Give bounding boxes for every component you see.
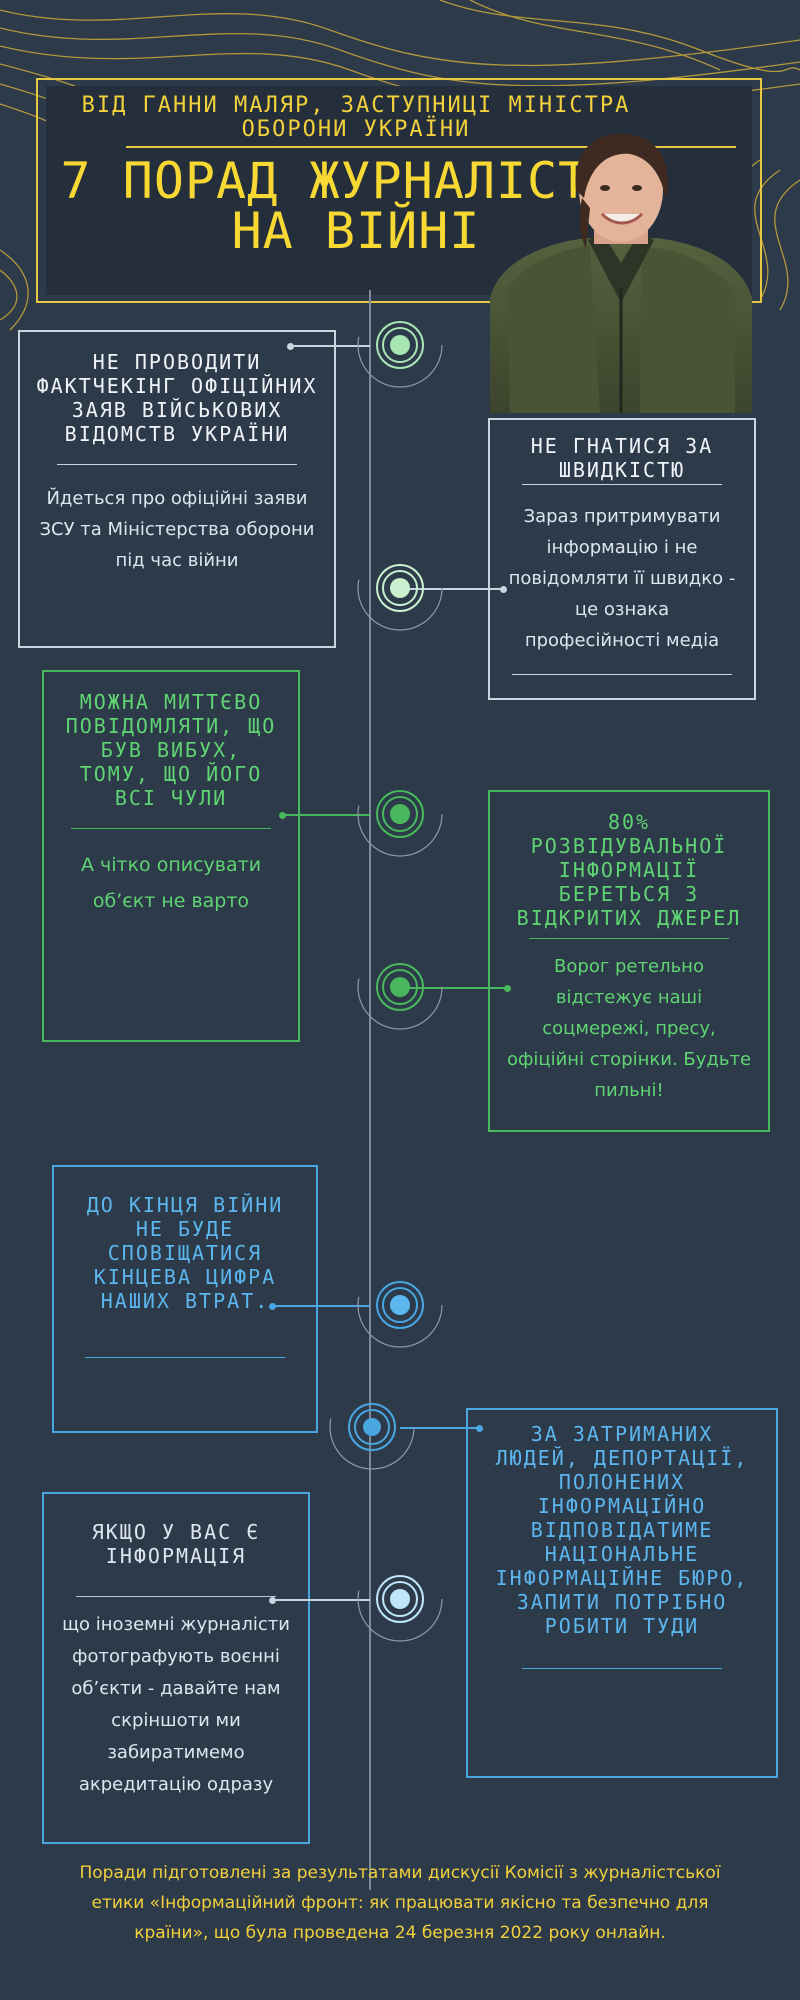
connector-line xyxy=(287,342,370,350)
timeline-node xyxy=(357,771,443,857)
tip-card-3: Можна миттєво повідомляти, що був вибух,… xyxy=(42,670,300,1042)
timeline-node xyxy=(357,545,443,631)
footer-note: Поради підготовлені за результатами диск… xyxy=(79,1863,721,1943)
tip-title: До кінця війни не буде сповіщатися кінце… xyxy=(86,1193,284,1313)
tip-body: Зараз притримувати інформацію і не повід… xyxy=(508,506,736,651)
connector-line xyxy=(279,811,370,819)
connector-line xyxy=(400,585,507,593)
tip-card-5: До кінця війни не буде сповіщатися кінце… xyxy=(52,1165,318,1433)
header-subtitle: Від Ганни Маляр, заступниці Міністра обо… xyxy=(81,93,631,142)
header-panel: Від Ганни Маляр, заступниці Міністра обо… xyxy=(46,86,752,295)
tip-title: Якщо у вас є інформація xyxy=(91,1520,261,1568)
tip-card-2: Не гнатися за швидкістю Зараз притримува… xyxy=(488,418,756,700)
tip-body: Йдеться про офіційні заяви ЗСУ та Мініст… xyxy=(39,488,315,571)
tip-divider xyxy=(76,1596,276,1597)
tip-divider xyxy=(512,674,732,675)
tip-title: Не проводити фактчекінг офіційних заяв в… xyxy=(36,350,318,446)
timeline-line xyxy=(369,290,371,1890)
connector-line xyxy=(400,1424,483,1432)
tip-divider xyxy=(522,1668,722,1669)
tip-divider xyxy=(85,1357,285,1358)
tip-card-6: За затриманих людей, депортації, полонен… xyxy=(466,1408,778,1778)
header-divider xyxy=(126,146,736,148)
connector-line xyxy=(400,984,511,992)
tip-divider xyxy=(57,464,297,465)
tip-card-1: Не проводити фактчекінг офіційних заяв в… xyxy=(18,330,336,648)
tip-title: 80% розвідувальної інформації береться з… xyxy=(516,810,742,930)
timeline-node xyxy=(357,302,443,388)
tip-card-7: Якщо у вас є інформація що іноземні журн… xyxy=(42,1492,310,1844)
timeline-node xyxy=(357,1556,443,1642)
timeline-node xyxy=(357,1262,443,1348)
tip-title: За затриманих людей, депортації, полонен… xyxy=(495,1422,749,1638)
tip-body: Ворог ретельно відстежує наші соцмережі,… xyxy=(506,956,752,1101)
tip-title: Не гнатися за швидкістю xyxy=(530,434,714,482)
connector-line xyxy=(269,1596,370,1604)
tip-divider xyxy=(71,828,271,829)
page-title: 7 порад журналістам на війні xyxy=(60,152,652,260)
tip-divider xyxy=(522,484,722,485)
header-frame: Від Ганни Маляр, заступниці Міністра обо… xyxy=(36,78,762,303)
portrait-photo xyxy=(490,133,752,413)
timeline-node xyxy=(329,1384,415,1470)
connector-line xyxy=(269,1302,370,1310)
tip-divider xyxy=(529,938,729,939)
tip-card-4: 80% розвідувальної інформації береться з… xyxy=(488,790,770,1132)
tip-body: А чітко описувати об’єкт не варто xyxy=(80,854,262,912)
tip-body: що іноземні журналісти фотографують воєн… xyxy=(62,1614,290,1795)
timeline-node xyxy=(357,944,443,1030)
tip-title: Можна миттєво повідомляти, що був вибух,… xyxy=(65,690,277,810)
